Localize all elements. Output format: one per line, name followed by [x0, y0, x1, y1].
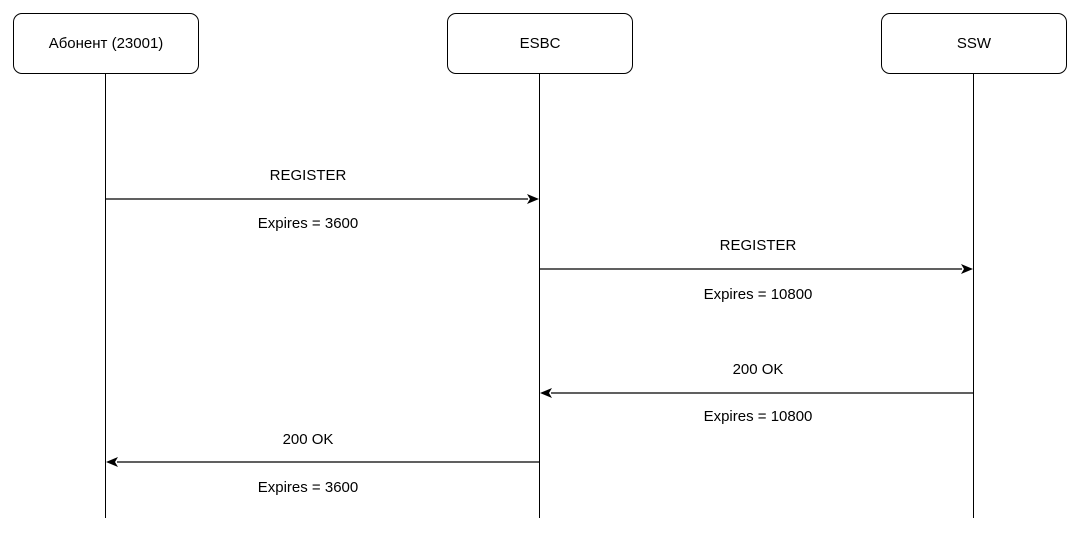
message-1-note: Expires = 3600	[257, 215, 359, 232]
message-2-label: REGISTER	[719, 237, 797, 254]
message-4-note: Expires = 3600	[257, 479, 359, 496]
message-3-note: Expires = 10800	[703, 408, 813, 425]
lifeline-esbc	[539, 74, 540, 518]
actor-ssw: SSW	[881, 13, 1067, 74]
lifeline-ssw	[973, 74, 974, 518]
actor-subscriber-label: Абонент (23001)	[48, 35, 164, 52]
message-2-note: Expires = 10800	[703, 286, 813, 303]
arrowhead-200ok-to-subscriber	[106, 457, 118, 467]
actor-subscriber: Абонент (23001)	[13, 13, 199, 74]
lifeline-subscriber	[105, 74, 106, 518]
arrowhead-register-to-ssw	[961, 264, 973, 274]
actor-esbc: ESBC	[447, 13, 633, 74]
arrowhead-register-to-esbc	[527, 194, 539, 204]
arrowhead-200ok-to-esbc	[540, 388, 552, 398]
message-3-label: 200 OK	[732, 361, 784, 378]
actor-ssw-label: SSW	[956, 35, 992, 52]
message-1-label: REGISTER	[269, 167, 347, 184]
message-4-label: 200 OK	[282, 431, 334, 448]
actor-esbc-label: ESBC	[519, 35, 561, 52]
